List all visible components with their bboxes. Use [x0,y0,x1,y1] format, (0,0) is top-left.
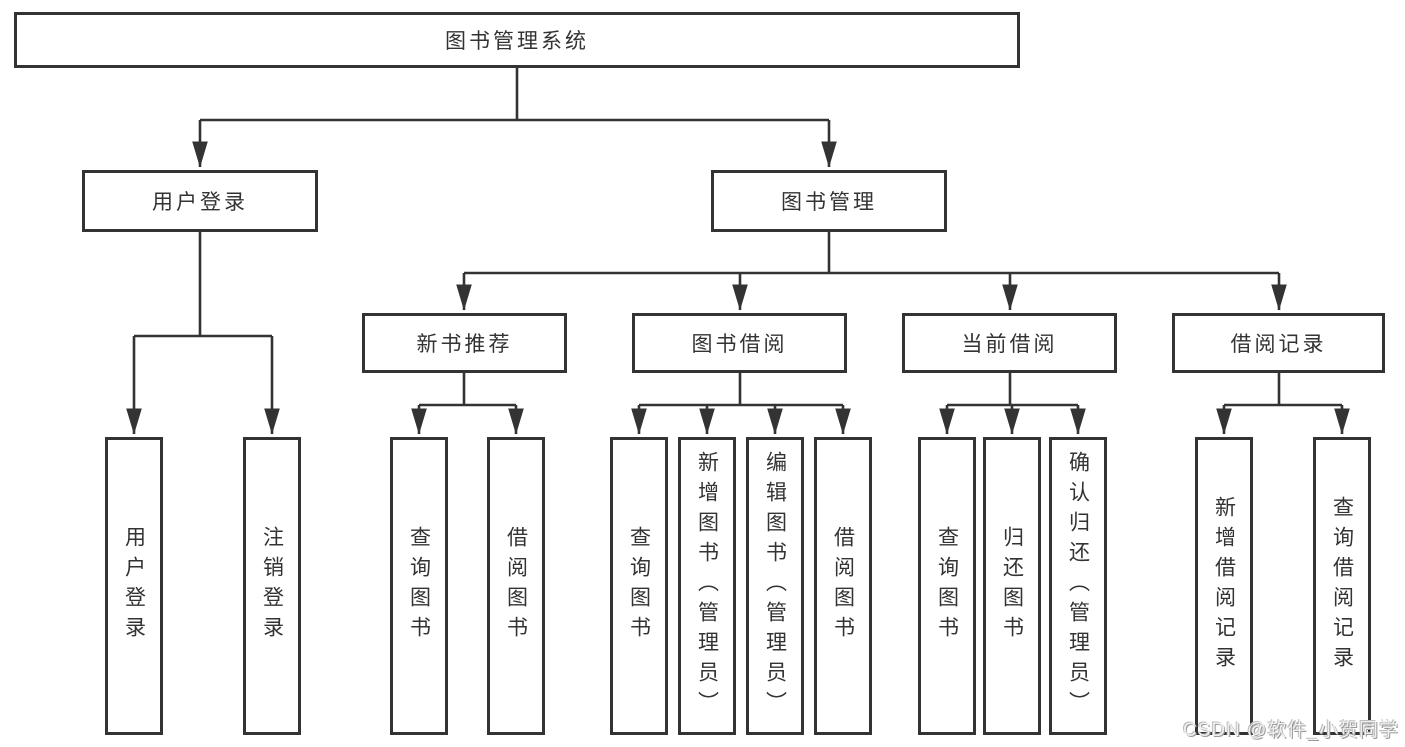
leaf-borrow-books: 借阅图书 [814,437,872,735]
node-label: 图书管理 [781,191,877,214]
leaf-label: 查询借阅记录 [1330,496,1354,676]
leaf-label: 新增借阅记录 [1212,496,1236,676]
leaf-return-books: 归还图书 [983,437,1041,735]
node-book-borrowing: 图书借阅 [632,313,847,373]
node-current-borrowing: 当前借阅 [902,313,1117,373]
leaf-query-books-borrow: 查询图书 [610,437,668,735]
node-label: 图书借阅 [691,333,788,356]
leaf-label: 查询图书 [407,526,431,646]
leaf-query-borrow-record: 查询借阅记录 [1313,437,1371,735]
node-new-book-recommendation: 新书推荐 [362,313,567,373]
node-library-management-system: 图书管理系统 [14,12,1020,68]
leaf-label: 归还图书 [1000,526,1024,646]
leaf-label: 用户登录 [122,526,146,646]
leaf-label: 借阅图书 [831,526,855,646]
node-label: 借阅记录 [1230,333,1327,356]
leaf-edit-books-admin: 编辑图书（管理员） [746,437,804,735]
leaf-add-books-admin: 新增图书（管理员） [678,437,736,735]
leaf-label: 新增图书（管理员） [695,451,719,721]
leaf-label: 编辑图书（管理员） [763,451,787,721]
node-label: 图书管理系统 [445,30,589,53]
leaf-query-books-current: 查询图书 [918,437,976,735]
leaf-label: 确认归还（管理员） [1066,451,1090,721]
leaf-label: 借阅图书 [504,526,528,646]
leaf-logout: 注销登录 [243,437,301,735]
node-user-login: 用户登录 [82,170,318,232]
leaf-borrow-books-recommend: 借阅图书 [487,437,545,735]
leaf-label: 查询图书 [935,526,959,646]
leaf-confirm-return-admin: 确认归还（管理员） [1049,437,1107,735]
leaf-query-books-recommend: 查询图书 [390,437,448,735]
node-book-management: 图书管理 [711,170,947,232]
node-label: 用户登录 [152,191,248,214]
leaf-label: 查询图书 [627,526,651,646]
leaf-label: 注销登录 [260,526,284,646]
node-label: 当前借阅 [961,333,1058,356]
node-borrowing-records: 借阅记录 [1172,313,1385,373]
csdn-watermark: CSDN @软件_小贺同学 [1183,720,1399,741]
leaf-add-borrow-record: 新增借阅记录 [1195,437,1253,735]
node-label: 新书推荐 [416,333,513,356]
leaf-user-login: 用户登录 [105,437,163,735]
